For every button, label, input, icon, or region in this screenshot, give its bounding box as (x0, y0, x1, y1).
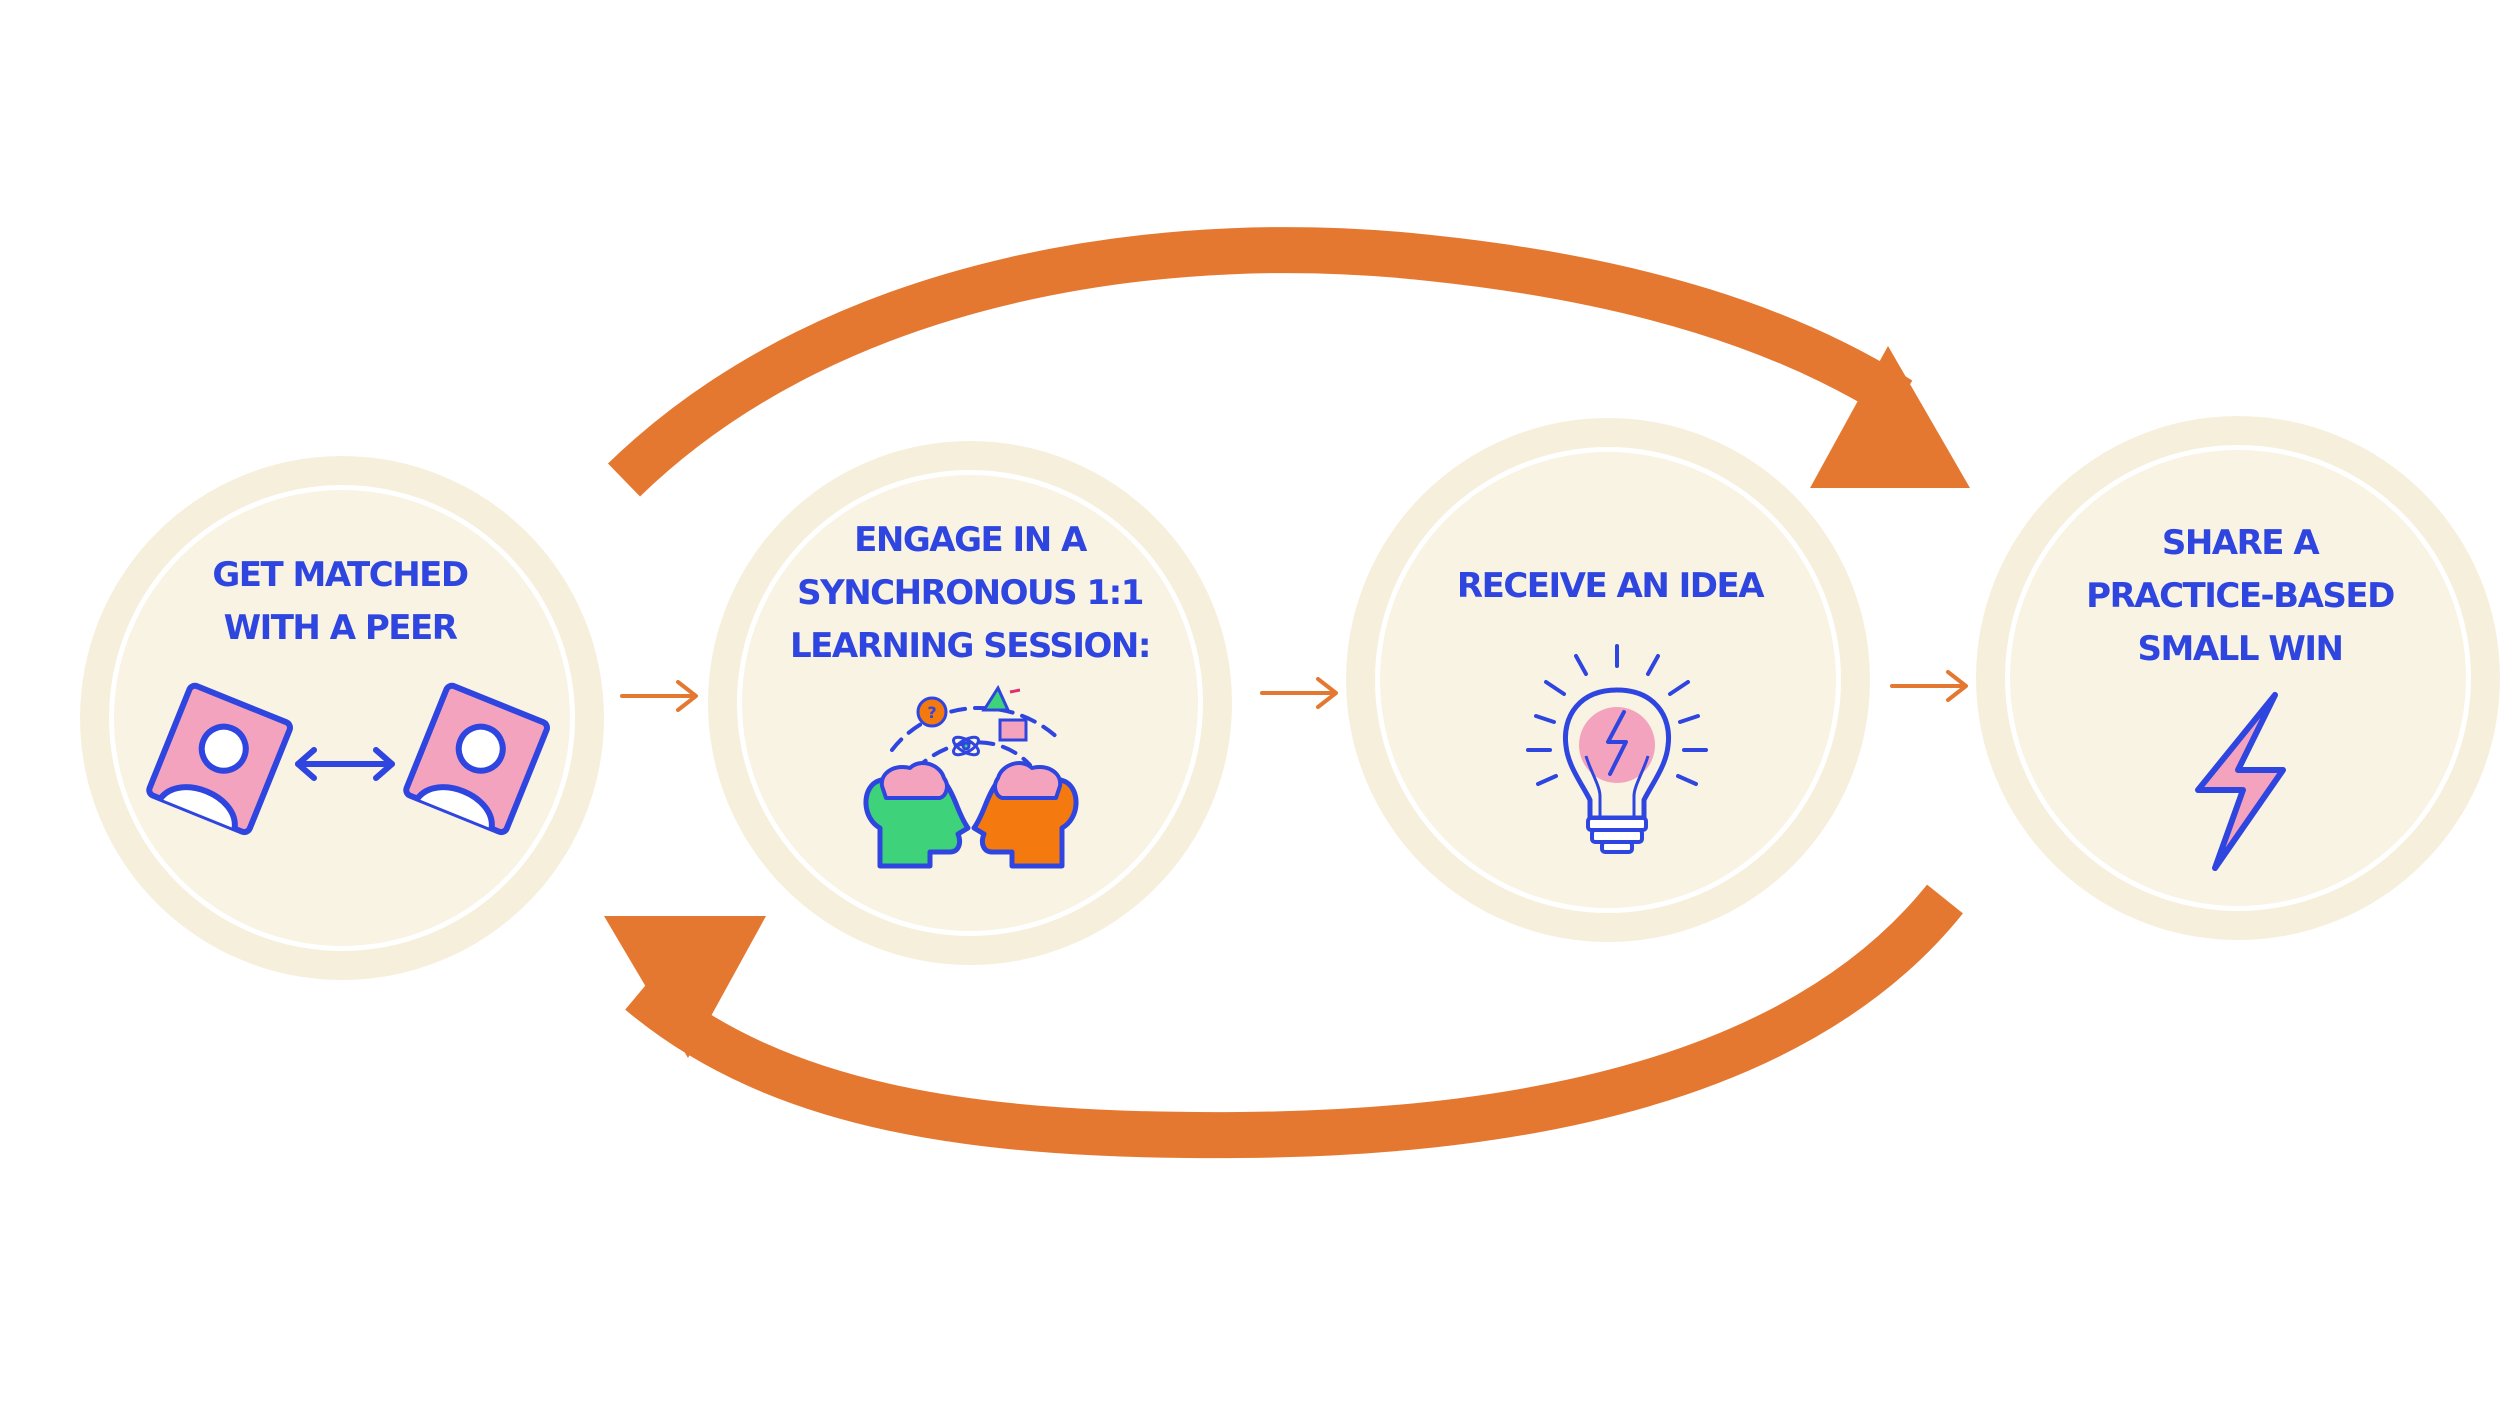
arrow-right-icon (1890, 670, 1968, 702)
atom-icon (952, 735, 980, 757)
step-circle-1 (80, 456, 604, 980)
svg-text:?: ? (927, 703, 936, 722)
step-label-line: LEARNING SESSION: (790, 626, 1151, 666)
double-arrow (295, 747, 395, 781)
step-label-line: PRACTICE-BASED (2086, 576, 2395, 616)
step-label-line: SYNCHRONOUS 1:1 (797, 573, 1144, 613)
picture-icon (998, 718, 1028, 742)
gear-icon: ? (916, 696, 948, 728)
curved-arrow-top-icon (607, 227, 1970, 497)
step-circle-3 (1346, 418, 1870, 942)
head-left (863, 761, 971, 869)
step-label-line: SHARE A (2161, 523, 2320, 563)
step-label-receive-idea: RECEIVE AN IDEA (1360, 560, 1860, 613)
step-circle-4 (1976, 416, 2500, 940)
arrow-right-icon (620, 680, 698, 712)
step-label-line: SMALL WIN (2137, 629, 2344, 669)
lightbulb-icon (1526, 644, 1708, 854)
lightning-icon (2195, 692, 2286, 871)
step-label-line: ENGAGE IN A (854, 520, 1087, 560)
step-label-share-win: SHARE A PRACTICE-BASED SMALL WIN (2020, 517, 2460, 676)
peer-match-icon (146, 682, 550, 836)
step-label-line: WITH A PEER (223, 608, 458, 648)
curved-arrow-bottom-icon (604, 884, 1963, 1159)
step-label-get-matched: GET MATCHED WITH A PEER (140, 549, 540, 655)
step-circle-2 (708, 441, 1232, 965)
arrow-right-icon (1260, 677, 1338, 709)
peer-card-right (403, 682, 550, 836)
step-label-line: RECEIVE AN IDEA (1456, 566, 1765, 606)
peer-card-left (146, 682, 293, 836)
step-label-engage-session: ENGAGE IN A SYNCHRONOUS 1:1 LEARNING SES… (720, 514, 1220, 673)
step-label-line: GET MATCHED (212, 555, 469, 595)
head-right (971, 761, 1079, 869)
triangle-shapes-icon (981, 684, 1021, 712)
learning-heads-icon: ? (863, 684, 1079, 869)
